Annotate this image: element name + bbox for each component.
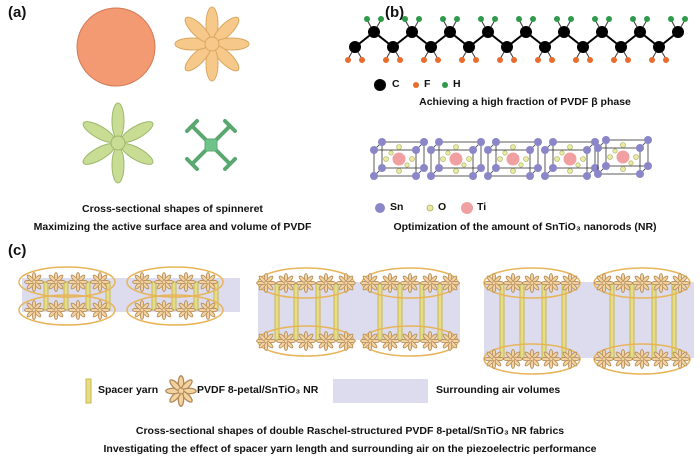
legend-label-titanium: Ti [477, 201, 487, 213]
air-volume-medium [258, 282, 460, 340]
legend-label-air-volume: Surrounding air volumes [436, 384, 561, 396]
panel-b-caption-top: Achieving a high fraction of PVDF β phas… [419, 96, 631, 108]
panel-c-caption-1: Cross-sectional shapes of double Raschel… [135, 425, 565, 437]
legend-icon-air-volume [333, 379, 428, 403]
legend-label-tin: Sn [390, 201, 404, 213]
legend-label-spacer-yarn: Spacer yarn [98, 384, 159, 396]
legend-marker-fluorine [413, 82, 419, 88]
six-petal-spinneret-shape [79, 102, 157, 184]
panel-b-label: (b) [385, 4, 405, 21]
cross-spinneret-shape [185, 119, 237, 171]
legend-icon-petal [165, 375, 197, 407]
legend-marker-oxygen [426, 204, 434, 212]
legend-marker-titanium [461, 202, 473, 214]
panel-a-label: (a) [8, 4, 27, 21]
eight-petal-spinneret-shape [174, 6, 250, 82]
legend-label-petal: PVDF 8-petal/SnTiO₃ NR [197, 384, 319, 396]
panel-a-caption-1: Cross-sectional shapes of spinneret [82, 203, 263, 215]
sntio3-lattice [369, 135, 653, 181]
legend-icon-spacer-yarn [85, 378, 92, 404]
circle-spinneret-shape [76, 7, 156, 87]
fabric-long-spacer [483, 267, 694, 375]
fabric-medium-spacer [256, 267, 460, 357]
panel-a-caption-2: Maximizing the active surface area and v… [33, 221, 312, 233]
legend-label-fluorine: F [424, 78, 431, 90]
air-volume-long [484, 282, 694, 358]
legend-label-carbon: C [392, 78, 400, 90]
legend-marker-carbon [374, 79, 386, 91]
panel-c-caption-2: Investigating the effect of spacer yarn … [103, 443, 597, 455]
panel-c-label: (c) [8, 242, 27, 259]
legend-marker-hydrogen [442, 82, 448, 88]
fabric-short-spacer [18, 266, 240, 326]
legend-label-oxygen: O [438, 201, 447, 213]
legend-label-hydrogen: H [453, 78, 461, 90]
pvdf-chain [345, 16, 688, 63]
panel-b-caption-bottom: Optimization of the amount of SnTiO₃ nan… [393, 221, 657, 233]
legend-marker-tin [375, 203, 385, 213]
